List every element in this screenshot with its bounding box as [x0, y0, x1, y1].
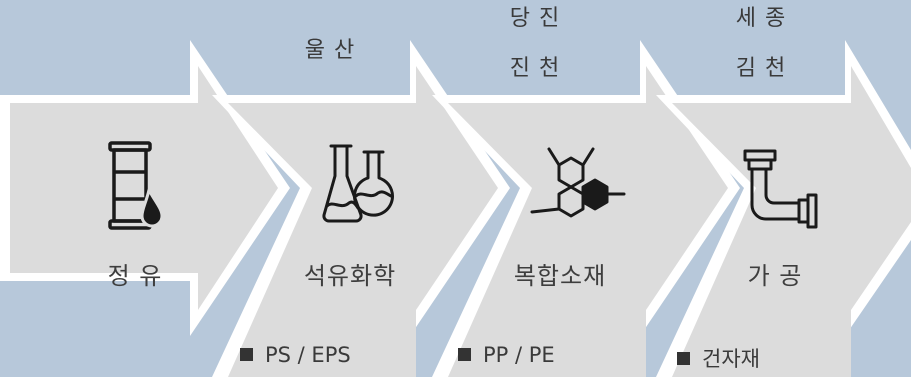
- region-label-ulsan: 울 산: [304, 38, 356, 63]
- product-label-ps-eps: PS / EPS: [240, 343, 351, 367]
- stage-label-petrochemical: 석유화학: [303, 262, 397, 290]
- region-label-sejong: 세 종: [735, 6, 787, 31]
- pipe-elbow-icon: [743, 149, 818, 229]
- molecule-structure-icon: [530, 147, 626, 218]
- bullet-square-icon: [677, 352, 690, 365]
- product-text: PS / EPS: [265, 343, 351, 367]
- oil-barrel-icon: [108, 141, 164, 230]
- stage-label-composite: 복합소재: [513, 262, 607, 290]
- product-label-pp-pe: PP / PE: [458, 343, 555, 367]
- region-label-jincheon: 진 천: [509, 56, 561, 81]
- stage-label-refining: 정 유: [107, 262, 163, 290]
- stage-label-processing: 가 공: [747, 262, 803, 290]
- bullet-square-icon: [240, 348, 253, 361]
- product-label-building-materials: 건자재: [677, 343, 760, 373]
- product-text: PP / PE: [483, 343, 555, 367]
- bullet-square-icon: [458, 348, 471, 361]
- region-label-gimcheon: 김 천: [735, 56, 787, 81]
- region-label-dangjin: 당 진: [509, 6, 561, 31]
- product-text: 건자재: [702, 347, 760, 371]
- chemistry-flasks-icon: [322, 144, 394, 223]
